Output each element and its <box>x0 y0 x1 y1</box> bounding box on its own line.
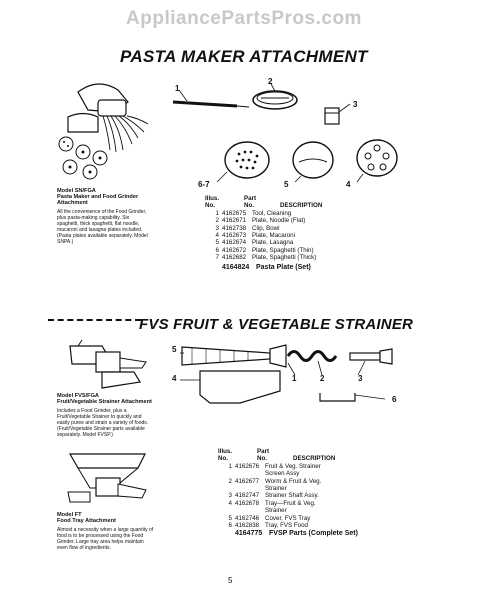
callout-2: 2 <box>320 374 325 383</box>
header-description: DESCRIPTION <box>280 202 323 210</box>
callout-4: 4 <box>172 374 177 383</box>
header-no: No. <box>257 455 267 463</box>
header-illus: Illus. <box>218 448 233 455</box>
callout-2: 2 <box>268 77 273 86</box>
section2-model2-block: Model FT Food Tray Attachment Almost a n… <box>57 512 155 551</box>
watermark: AppliancePartsPros.com <box>126 8 362 29</box>
section1-model-text: All the convenience of the Food Grinder,… <box>57 209 148 245</box>
fvs-parts-illustration <box>180 344 393 404</box>
section2-model2-heading: Model FT <box>57 512 82 518</box>
callout-6: 6 <box>392 395 397 404</box>
section2-model1-block: Model FVS/FGA Fruit/Vegetable Strainer A… <box>57 393 155 438</box>
section-divider <box>48 319 141 321</box>
section2-model1-text: Includes a Food Grinder, plus a Fruit/Ve… <box>57 408 149 438</box>
header-description: DESCRIPTION <box>293 455 336 463</box>
callout-6-7: 6-7 <box>198 180 210 189</box>
section1-model-heading: Model SN/FGA <box>57 188 96 194</box>
section1-model-block: Model SN/FGA Pasta Maker and Food Grinde… <box>57 188 152 245</box>
fvs-strainer-illustration <box>69 339 147 389</box>
section2-model2-sub: Food Tray Attachment <box>57 518 116 524</box>
callout-1: 1 <box>292 374 297 383</box>
callout-3: 3 <box>353 100 358 109</box>
header-illus: Illus. <box>205 195 220 202</box>
header-part: Part <box>244 195 257 202</box>
header-part: Part <box>257 448 270 455</box>
header-no: No. <box>218 455 228 463</box>
section1-title: PASTA MAKER ATTACHMENT <box>120 47 368 66</box>
page-number: 5 <box>228 576 233 585</box>
section2-model1-sub: Fruit/Vegetable Strainer Attachment <box>57 399 152 405</box>
callout-5: 5 <box>172 345 177 354</box>
section2-title: FVS FRUIT & VEGETABLE STRAINER <box>139 316 414 333</box>
section2-model1-heading: Model FVS/FGA <box>57 393 99 399</box>
header-no: No. <box>244 202 254 210</box>
callout-4: 4 <box>346 180 351 189</box>
food-tray-illustration <box>67 453 147 503</box>
callout-5: 5 <box>284 180 289 189</box>
callout-1: 1 <box>175 84 180 93</box>
section2-model2-text: Almost a necessity when a large quantity… <box>57 527 154 551</box>
pasta-maker-illustration <box>58 83 149 180</box>
pasta-parts-illustration <box>172 83 398 183</box>
section1-model-sub: Pasta Maker and Food Grinder Attachment <box>57 194 139 206</box>
callout-3: 3 <box>358 374 363 383</box>
header-no: No. <box>205 202 215 210</box>
